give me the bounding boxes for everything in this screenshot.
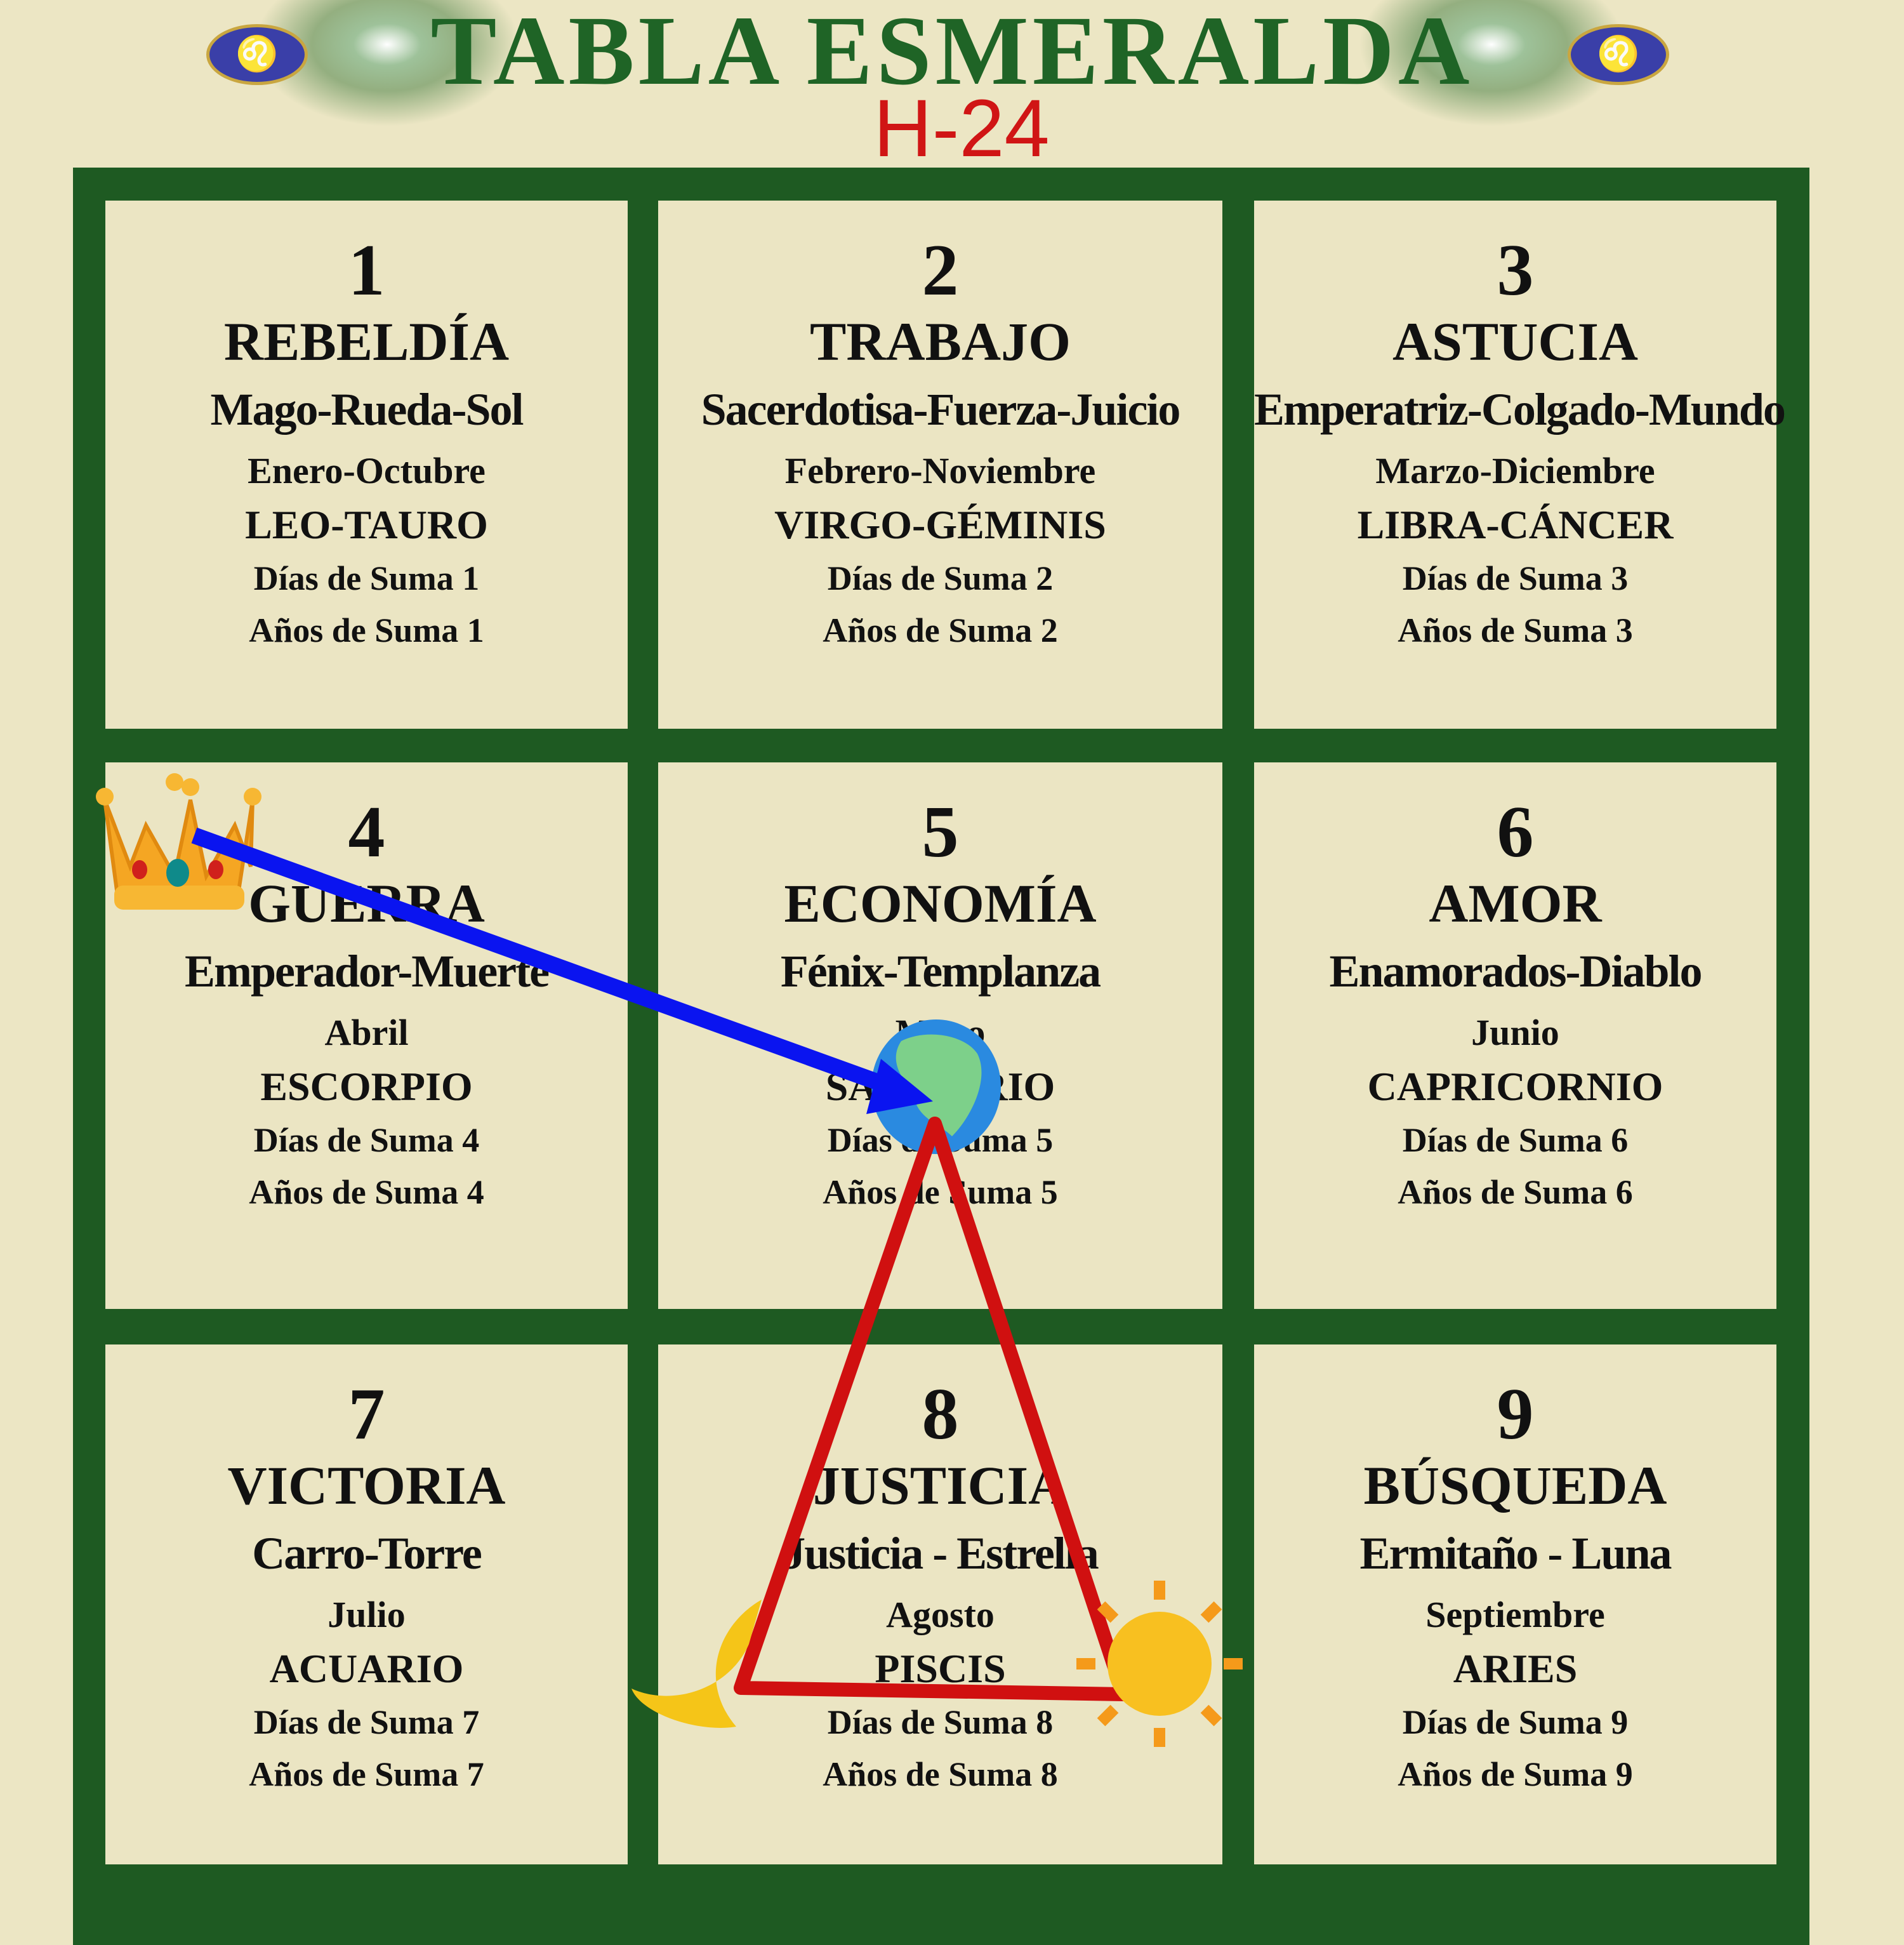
cell-anos: Años de Suma 9 [1398, 1755, 1633, 1793]
cell-anos: Años de Suma 3 [1398, 611, 1633, 649]
cell-month: Abril [324, 1012, 409, 1053]
cell-anos: Años de Suma 4 [249, 1173, 484, 1211]
cell-sign: VIRGO-GÉMINIS [774, 502, 1106, 547]
cell-dias: Días de Suma 2 [827, 559, 1054, 597]
cell-dias: Días de Suma 4 [253, 1121, 480, 1159]
cell-month: Junio [1471, 1012, 1559, 1053]
cell-sign: LEO-TAURO [245, 502, 488, 547]
cell-dias: Días de Suma 6 [1402, 1121, 1629, 1159]
cell-tarot: Mago-Rueda-Sol [210, 384, 524, 435]
cell-name: REBELDÍA [223, 311, 510, 372]
cell-name: BÚSQUEDA [1363, 1455, 1667, 1516]
cell-anos: Años de Suma 2 [823, 611, 1058, 649]
cell-anos: Años de Suma 8 [823, 1755, 1058, 1793]
cell-dias: Días de Suma 9 [1402, 1703, 1629, 1741]
cell-month: Agosto [886, 1594, 995, 1635]
cell-tarot: Emperatriz-Colgado-Mundo [1254, 384, 1786, 435]
cell-tarot: Sacerdotisa-Fuerza-Juicio [701, 384, 1181, 435]
cell-month: Febrero-Noviembre [784, 450, 1096, 491]
cell-dias: Días de Suma 1 [253, 559, 480, 597]
cell-month: Julio [327, 1594, 406, 1635]
cell-sign: ARIES [1453, 1646, 1578, 1691]
cell-tarot: Carro-Torre [252, 1528, 482, 1579]
leo-symbol-icon: ♌ [206, 24, 308, 85]
cell-dias: Días de Suma 7 [253, 1703, 480, 1741]
cell-number: 7 [348, 1374, 385, 1455]
cell-month: Marzo-Diciembre [1375, 450, 1655, 491]
cell-name: AMOR [1429, 873, 1602, 934]
cell-tarot: Justicia - Estrella [783, 1528, 1099, 1579]
cell-dias: Días de Suma 3 [1402, 559, 1629, 597]
cell-number: 1 [348, 230, 385, 311]
cell-sign: ACUARIO [269, 1646, 464, 1691]
cell-tarot: Emperador-Muerte [184, 946, 550, 997]
table-code: H-24 [873, 83, 1050, 174]
cell-dias: Días de Suma 5 [827, 1121, 1054, 1159]
cell-tarot: Ermitaño - Luna [1359, 1528, 1672, 1579]
cell-month: Enero-Octubre [248, 450, 486, 491]
cell-name: JUSTICIA [812, 1455, 1068, 1516]
page-title: TABLA ESMERALDA [430, 0, 1474, 105]
cell-name: VICTORIA [227, 1455, 506, 1516]
cell-sign: ESCORPIO [260, 1064, 473, 1109]
leo-symbol-icon: ♌ [1568, 24, 1669, 85]
cell-month: Septiembre [1425, 1594, 1605, 1635]
cell-name: ASTUCIA [1392, 311, 1639, 372]
cell-anos: Años de Suma 5 [823, 1173, 1058, 1211]
cell-anos: Años de Suma 6 [1398, 1173, 1633, 1211]
cell-tarot: Enamorados-Diablo [1329, 946, 1702, 997]
cell-sign: SAGITARIO [825, 1064, 1055, 1109]
cell-anos: Años de Suma 1 [249, 611, 484, 649]
cell-name: ECONOMÍA [784, 873, 1097, 934]
cell-number: 3 [1497, 230, 1534, 311]
cell-number: 8 [922, 1374, 959, 1455]
cell-number: 6 [1497, 792, 1534, 873]
cell-number: 9 [1497, 1374, 1534, 1455]
cell-dias: Días de Suma 8 [827, 1703, 1054, 1741]
cell-anos: Años de Suma 7 [249, 1755, 484, 1793]
cell-sign: LIBRA-CÁNCER [1357, 502, 1674, 547]
cell-number: 5 [922, 792, 959, 873]
cell-tarot: Fénix-Templanza [780, 946, 1101, 997]
cell-sign: PISCIS [875, 1646, 1006, 1691]
cell-number: 4 [348, 792, 385, 873]
cell-sign: CAPRICORNIO [1367, 1064, 1663, 1109]
cell-name: GUERRA [248, 873, 485, 934]
cell-month: Mayo [895, 1012, 986, 1053]
cell-number: 2 [922, 230, 959, 311]
cell-name: TRABAJO [810, 311, 1071, 372]
